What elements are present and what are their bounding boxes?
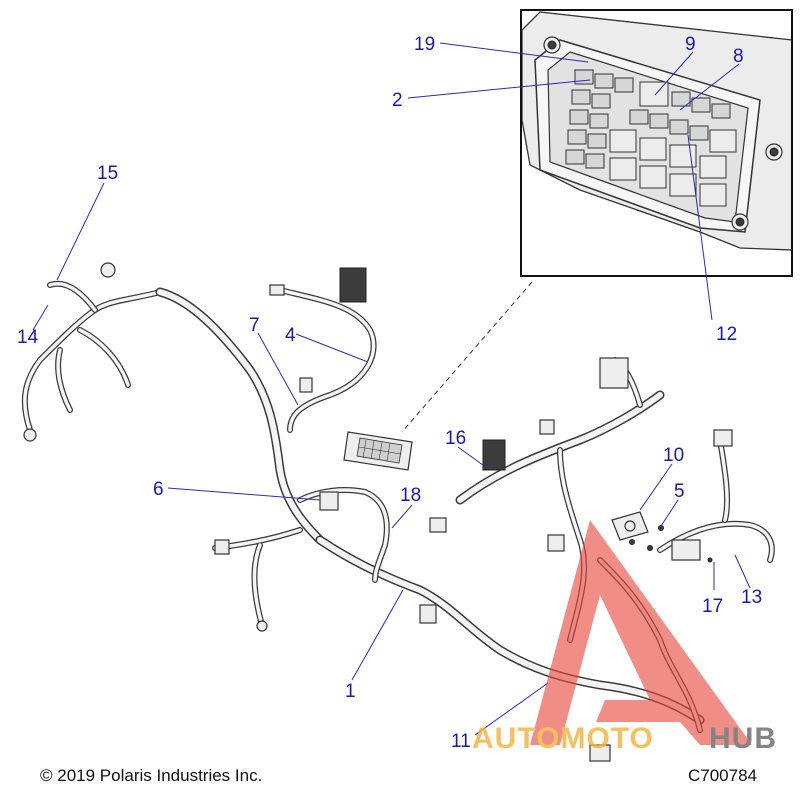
callout-11: 11: [451, 731, 471, 752]
automotohub-watermark: AUTOMOTO HUB: [472, 520, 777, 755]
leader-lines: [32, 42, 751, 736]
callout-6: 6: [153, 479, 164, 500]
detail-reference-line: [401, 281, 533, 433]
callout-17: 17: [702, 596, 723, 617]
watermark-text-auto: AUTOMOTO: [472, 722, 654, 755]
callout-4: 4: [285, 325, 296, 346]
callout-1: 1: [345, 681, 356, 702]
watermark-text-hub: HUB: [709, 722, 777, 755]
callout-9: 9: [685, 34, 696, 55]
watermark-logo-triangle: [530, 520, 752, 745]
diagram-code: C700784: [688, 766, 757, 785]
callout-14: 14: [17, 327, 39, 348]
callout-18: 18: [400, 485, 421, 506]
main-wire-harness: [21, 262, 775, 762]
callout-7: 7: [249, 315, 260, 336]
callout-12: 12: [716, 324, 737, 345]
copyright-text: © 2019 Polaris Industries Inc.: [40, 766, 262, 785]
callout-8: 8: [733, 46, 744, 67]
callout-numbers: 19 2 9 8 12 15 14 7 4 6 18 16 10 5 1 11 …: [17, 34, 762, 752]
callout-16: 16: [445, 428, 466, 449]
callout-5: 5: [674, 481, 685, 502]
callout-13: 13: [741, 587, 762, 608]
callout-10: 10: [663, 445, 684, 466]
callout-19: 19: [414, 34, 435, 55]
fuse-box-small: [343, 431, 413, 471]
callout-15: 15: [97, 163, 118, 184]
fuse-box-detail-inset: [520, 9, 793, 277]
connector-block: [339, 267, 367, 303]
callout-2: 2: [392, 90, 403, 111]
